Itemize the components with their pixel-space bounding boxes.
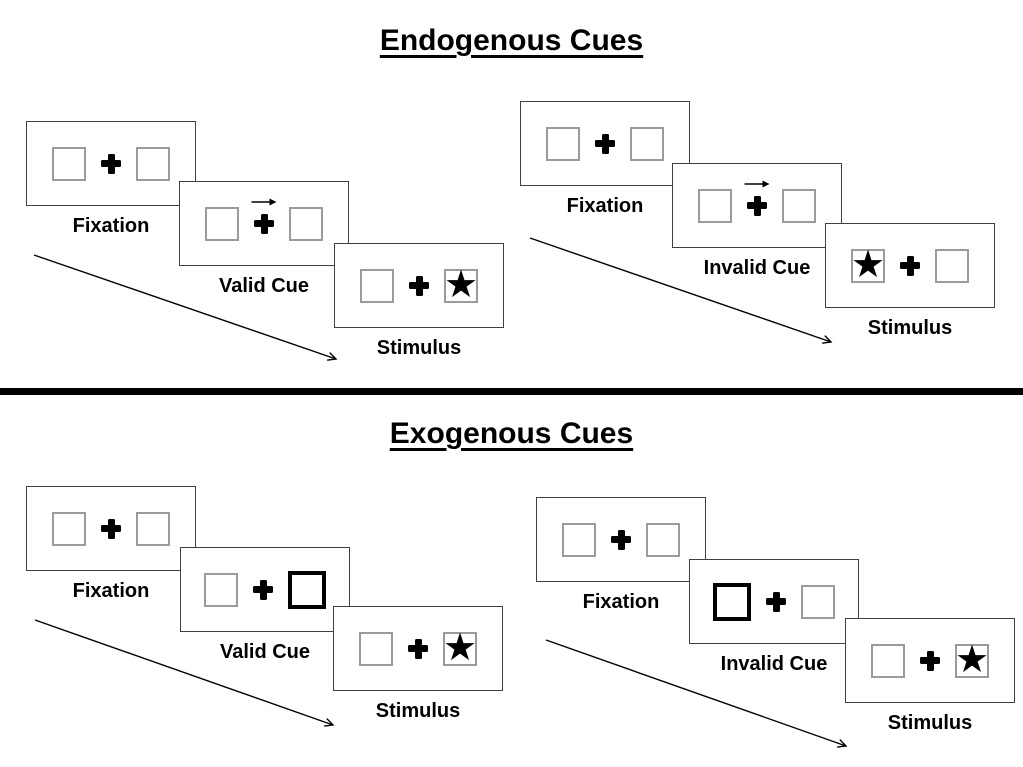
panel-label: Fixation <box>566 195 644 217</box>
panel-fixation: Fixation <box>26 121 196 237</box>
right-box <box>646 522 680 557</box>
star-icon: ★ <box>442 625 478 669</box>
right-box: ★ <box>954 637 990 681</box>
invalid-cue-screen <box>689 559 859 644</box>
star-icon: ★ <box>850 242 886 286</box>
panel-label: Fixation <box>72 580 150 602</box>
left-box <box>546 126 580 161</box>
right-box <box>136 146 170 181</box>
panel-invalid-cue: Invalid Cue <box>672 163 842 279</box>
fixation-cross-icon <box>101 518 121 539</box>
panel-valid-cue: Valid Cue <box>179 181 349 297</box>
stimulus-screen: ★ <box>845 618 1015 703</box>
right-box <box>136 511 170 546</box>
right-box <box>630 126 664 161</box>
left-box <box>360 268 394 303</box>
fixation-cross-icon <box>409 275 429 296</box>
panel-stimulus: ★ Stimulus <box>334 243 504 359</box>
right-box: ★ <box>443 262 479 306</box>
fixation-screen <box>26 486 196 571</box>
panel-label: Fixation <box>72 215 150 237</box>
panel-label: Valid Cue <box>219 641 311 663</box>
panel-label: Stimulus <box>375 700 461 722</box>
panel-stimulus: ★ Stimulus <box>825 223 995 339</box>
valid-cue-screen <box>180 547 350 632</box>
stimulus-screen: ★ <box>825 223 995 308</box>
panel-fixation: Fixation <box>26 486 196 602</box>
left-box: ★ <box>850 242 886 286</box>
fixation-cross-icon <box>747 195 767 216</box>
right-box <box>782 188 816 223</box>
left-box-highlight-cue <box>713 582 751 621</box>
panel-stimulus: ★ Stimulus <box>333 606 503 722</box>
panel-fixation: Fixation <box>520 101 690 217</box>
left-box <box>871 643 905 678</box>
section-title-exogenous-text: Exogenous Cues <box>389 417 634 450</box>
panel-label: Fixation <box>582 591 660 613</box>
cue-arrow-icon <box>251 198 277 206</box>
section-title-endogenous-text: Endogenous Cues <box>379 24 644 57</box>
fixation-screen <box>520 101 690 186</box>
stimulus-screen: ★ <box>334 243 504 328</box>
valid-cue-screen <box>179 181 349 266</box>
fixation-cross-icon <box>254 213 274 234</box>
panel-invalid-cue: Invalid Cue <box>689 559 859 675</box>
left-box <box>562 522 596 557</box>
left-box <box>204 572 238 607</box>
left-box <box>698 188 732 223</box>
cue-arrow-icon <box>744 180 770 188</box>
panel-valid-cue: Valid Cue <box>180 547 350 663</box>
panel-label: Valid Cue <box>218 275 310 297</box>
section-title-endogenous: Endogenous Cues <box>0 24 1023 58</box>
panel-label: Invalid Cue <box>720 653 828 675</box>
fixation-cross-icon <box>253 579 273 600</box>
right-box-highlight-cue <box>288 570 326 609</box>
fixation-cross-icon <box>101 153 121 174</box>
fixation-screen <box>26 121 196 206</box>
section-title-exogenous: Exogenous Cues <box>0 417 1023 451</box>
right-box: ★ <box>442 625 478 669</box>
left-box <box>52 511 86 546</box>
right-box <box>801 584 835 619</box>
fixation-cross-icon <box>920 650 940 671</box>
panel-fixation: Fixation <box>536 497 706 613</box>
fixation-cross-icon <box>766 591 786 612</box>
stimulus-screen: ★ <box>333 606 503 691</box>
panel-label: Stimulus <box>867 317 953 339</box>
star-icon: ★ <box>443 262 479 306</box>
panel-label: Stimulus <box>376 337 462 359</box>
right-box <box>935 248 969 283</box>
panel-label: Stimulus <box>887 712 973 734</box>
section-divider <box>0 388 1023 395</box>
fixation-cross-icon <box>408 638 428 659</box>
star-icon: ★ <box>954 637 990 681</box>
panel-label: Invalid Cue <box>703 257 811 279</box>
fixation-cross-icon <box>595 133 615 154</box>
invalid-cue-screen <box>672 163 842 248</box>
fixation-cross-icon <box>900 255 920 276</box>
left-box <box>205 206 239 241</box>
right-box <box>289 206 323 241</box>
panel-stimulus: ★ Stimulus <box>845 618 1015 734</box>
fixation-cross-icon <box>611 529 631 550</box>
fixation-screen <box>536 497 706 582</box>
left-box <box>52 146 86 181</box>
left-box <box>359 631 393 666</box>
